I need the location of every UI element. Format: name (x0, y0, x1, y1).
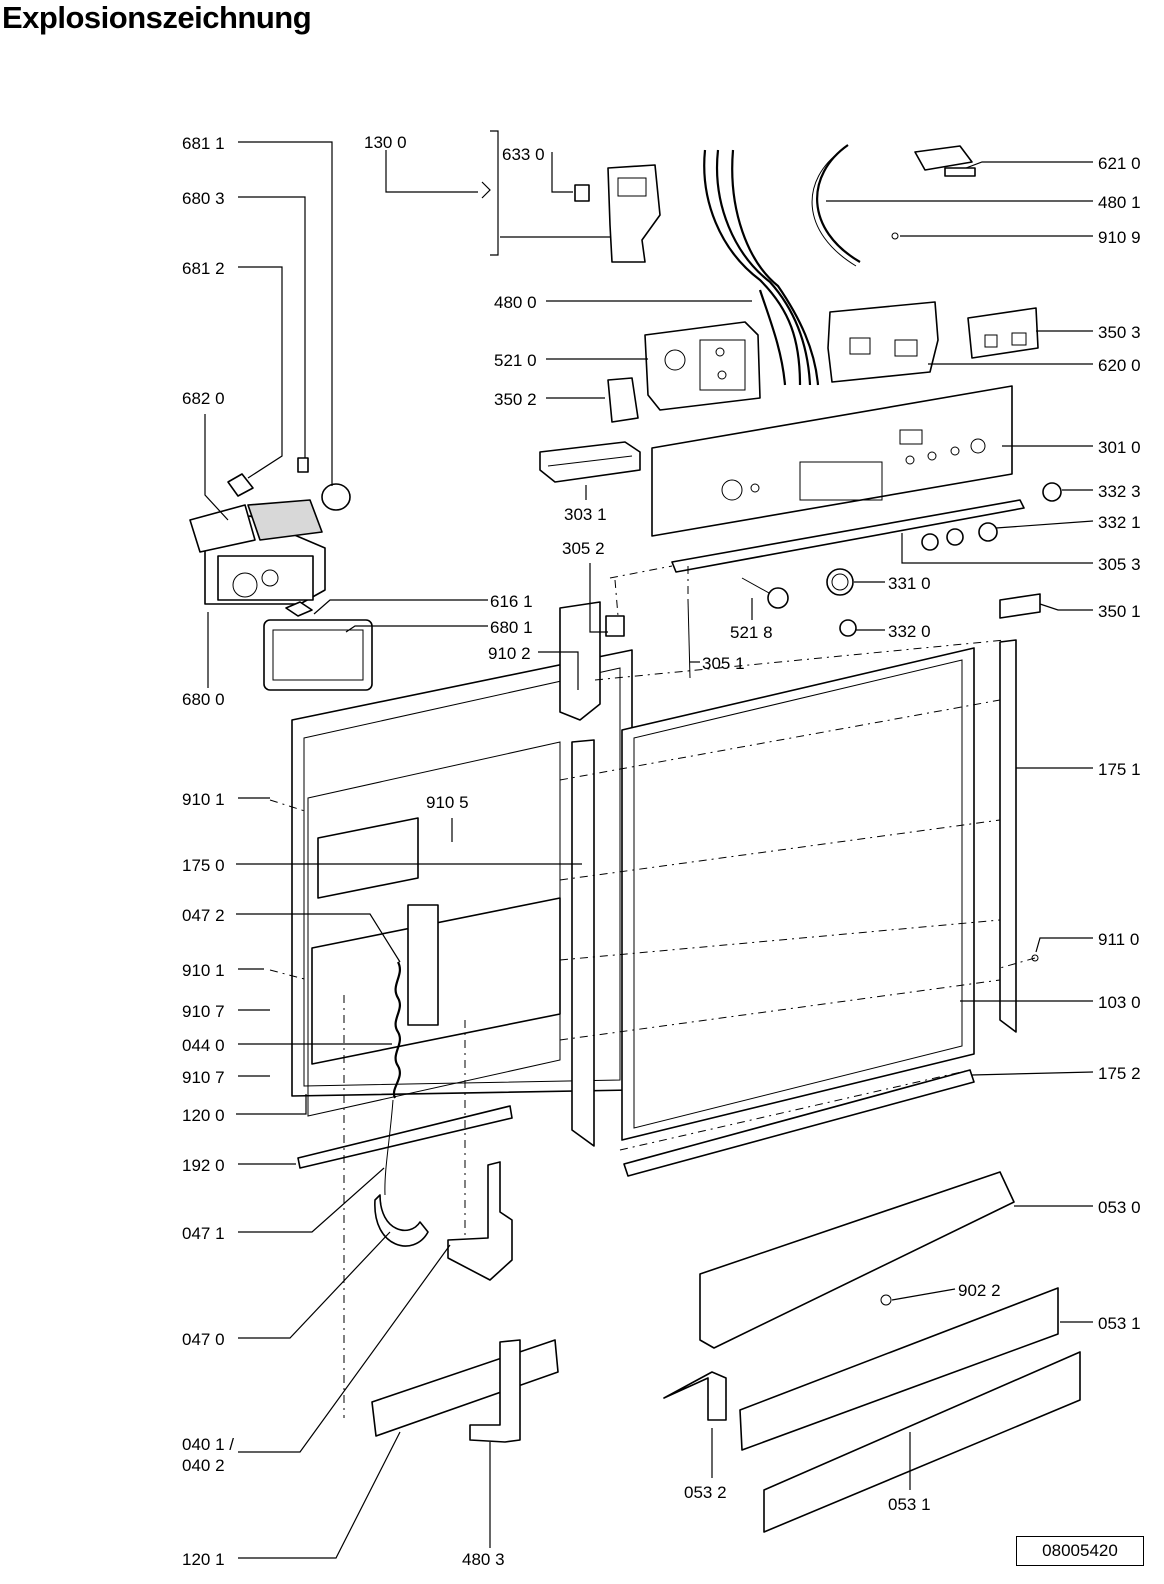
knob-331-0-part (826, 568, 854, 596)
label-480-1: 480 1 (1098, 193, 1141, 212)
label-633-0: 633 0 (502, 145, 545, 164)
label-680-3: 680 3 (182, 189, 225, 208)
knob-332-1-c (978, 522, 998, 542)
pin-305-1-part (687, 599, 691, 679)
handle-303-1-part (539, 441, 641, 483)
switch-350-2-part (607, 377, 639, 423)
label-305-3: 305 3 (1098, 555, 1141, 574)
sensor-521-8-part (741, 577, 789, 609)
page-title: Explosionszeichnung (2, 0, 312, 35)
knob-332-1-b (946, 528, 964, 546)
cable-loop-part (816, 144, 861, 263)
label-681-1: 681 1 (182, 134, 225, 153)
label-305-1: 305 1 (702, 654, 745, 673)
label-480-3: 480 3 (462, 1550, 505, 1569)
spring-part (392, 961, 401, 1099)
dispenser-assembly-part (189, 457, 373, 691)
plate-120-1-part (371, 1339, 559, 1437)
button-panel-350-3-part (967, 307, 1039, 359)
wiring-harness-part (703, 149, 820, 386)
label-040-2: 040 2 (182, 1456, 225, 1475)
strip-192-0-part (297, 1105, 513, 1169)
label-521-8: 521 8 (730, 623, 773, 642)
label-620-0: 620 0 (1098, 356, 1141, 375)
label-044-0: 044 0 (182, 1036, 225, 1055)
label-303-1: 303 1 (564, 505, 607, 524)
label-521-0: 521 0 (494, 351, 537, 370)
label-120-1: 120 1 (182, 1550, 225, 1569)
label-910-7-b: 910 7 (182, 1068, 225, 1087)
document-number: 08005420 (1042, 1541, 1118, 1560)
label-103-0: 103 0 (1098, 993, 1141, 1012)
label-480-0: 480 0 (494, 293, 537, 312)
side-strip-175-1-part (999, 639, 1017, 1033)
label-680-0: 680 0 (182, 690, 225, 709)
knob-332-3-part (1042, 482, 1062, 502)
board-621-part (914, 145, 973, 171)
label-911-0: 911 0 (1098, 930, 1139, 949)
strip-175-2-part (623, 1069, 975, 1177)
knob-332-0-part (839, 619, 857, 637)
label-130-0: 130 0 (364, 133, 407, 152)
switch-350-1-part (999, 593, 1041, 619)
label-350-2: 350 2 (494, 390, 537, 409)
inner-door-panel-part (291, 601, 633, 1117)
label-681-2: 681 2 (182, 259, 225, 278)
label-175-1: 175 1 (1098, 760, 1141, 779)
label-910-2: 910 2 (488, 644, 531, 663)
label-053-0: 053 0 (1098, 1198, 1141, 1217)
side-strip-175-0-part (571, 739, 595, 1147)
label-332-1: 332 1 (1098, 513, 1141, 532)
control-panel-part (651, 385, 1013, 537)
label-902-2: 902 2 (958, 1281, 1001, 1300)
label-040-1: 040 1 / (182, 1435, 234, 1454)
label-910-1-a: 910 1 (182, 790, 225, 809)
knob-332-1-a (921, 533, 939, 551)
label-301-0: 301 0 (1098, 438, 1141, 457)
label-175-0: 175 0 (182, 856, 225, 875)
label-053-1-b: 053 1 (888, 1495, 931, 1514)
label-053-1-a: 053 1 (1098, 1314, 1141, 1333)
label-120-0: 120 0 (182, 1106, 225, 1125)
document-number-box: 08005420 (1016, 1536, 1144, 1566)
label-053-2: 053 2 (684, 1483, 727, 1502)
label-047-0: 047 0 (182, 1330, 225, 1349)
door-front-panel-part (621, 647, 975, 1141)
bracket-620-part (827, 301, 939, 383)
label-910-1-b: 910 1 (182, 961, 225, 980)
hinge-bracket-part (447, 1161, 513, 1281)
label-047-1: 047 1 (182, 1224, 225, 1243)
label-680-1: 680 1 (490, 618, 533, 637)
label-192-0: 192 0 (182, 1156, 225, 1175)
door-lock-part (574, 164, 661, 263)
label-616-1: 616 1 (490, 592, 533, 611)
bracket-047-0-part (374, 1194, 429, 1247)
label-350-3: 350 3 (1098, 323, 1141, 342)
trim-305-3-part (671, 499, 1025, 573)
electronic-module-part (644, 321, 761, 411)
label-621-0: 621 0 (1098, 154, 1141, 173)
label-332-0: 332 0 (888, 622, 931, 641)
label-682-0: 682 0 (182, 389, 225, 408)
label-332-3: 332 3 (1098, 482, 1141, 501)
panel-053-1-part (739, 1287, 1059, 1451)
toe-kick-053-0-part (699, 1171, 1015, 1349)
label-350-1: 350 1 (1098, 602, 1141, 621)
label-305-2: 305 2 (562, 539, 605, 558)
clip-305-2-part (605, 615, 625, 637)
label-175-2: 175 2 (1098, 1064, 1141, 1083)
label-331-0: 331 0 (888, 574, 931, 593)
label-910-7-a: 910 7 (182, 1002, 225, 1021)
label-047-2: 047 2 (182, 906, 225, 925)
bracket-053-2-part (663, 1371, 727, 1421)
label-910-9: 910 9 (1098, 228, 1141, 247)
label-910-5: 910 5 (426, 793, 469, 812)
